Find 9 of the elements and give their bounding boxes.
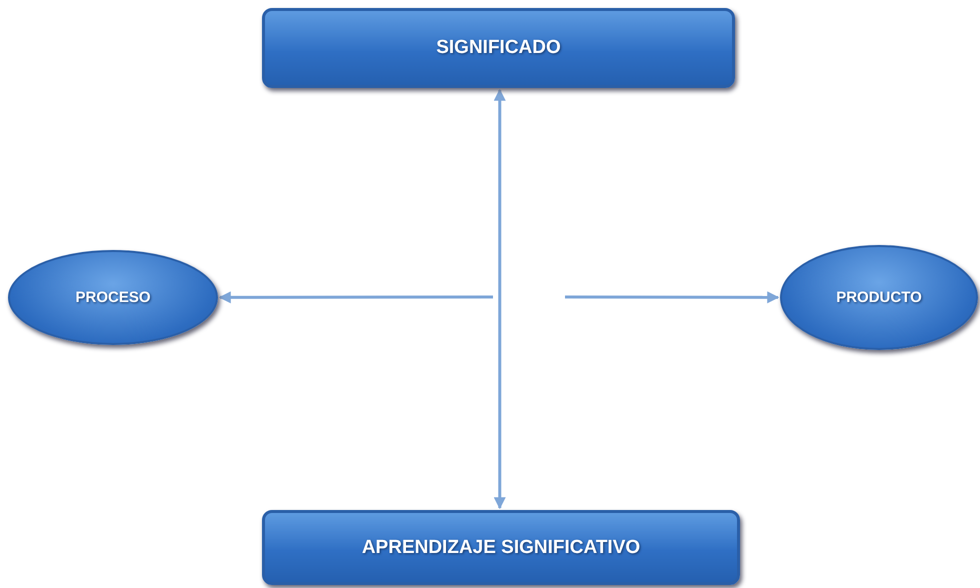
node-label: PROCESO [75, 289, 150, 306]
arrow [494, 88, 506, 510]
node-label: PRODUCTO [836, 289, 922, 306]
arrow [565, 291, 780, 304]
arrow [218, 291, 493, 304]
process-box [262, 8, 735, 88]
node-label: SIGNIFICADO [436, 37, 561, 59]
process-box [262, 510, 740, 585]
node-label: APRENDIZAJE SIGNIFICATIVO [362, 536, 640, 558]
